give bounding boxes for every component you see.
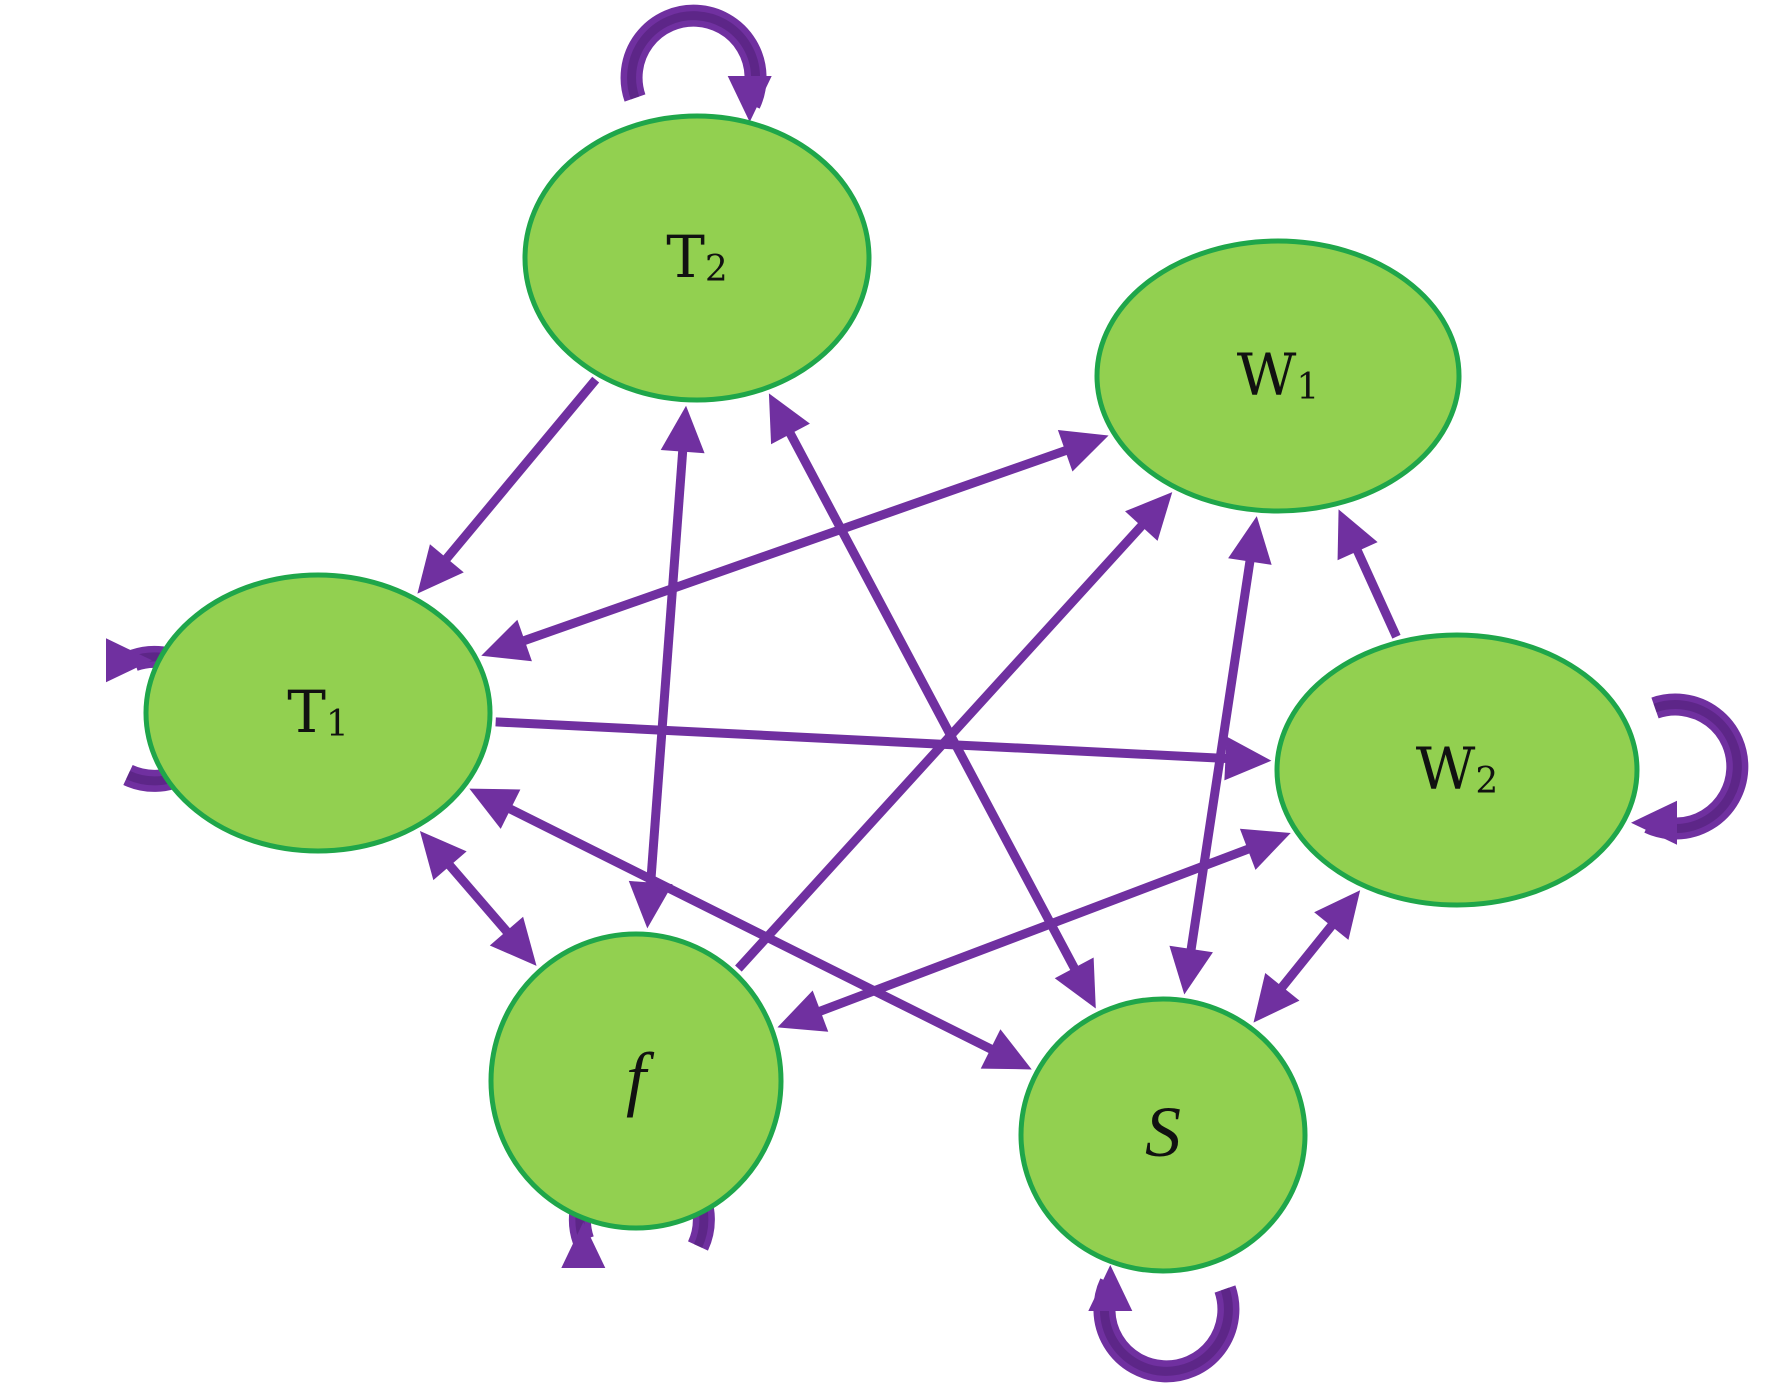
edge-line (495, 717, 1232, 764)
node-T1: T1 (143, 572, 493, 854)
node-f: f (488, 931, 784, 1231)
arrowhead-icon (1228, 516, 1272, 565)
loop-arrowhead-icon (1631, 800, 1677, 845)
loop-shade (1099, 1281, 1233, 1376)
node-label-subscript: 1 (1296, 367, 1319, 408)
arrowhead-icon (481, 619, 532, 662)
edge-line (1275, 918, 1339, 995)
edge-line (503, 802, 998, 1056)
arrowhead-icon (419, 830, 467, 881)
arrowhead-icon (1169, 945, 1213, 995)
self-loop-S (1088, 1265, 1240, 1383)
arrowhead-icon (660, 405, 705, 454)
node-ellipse (488, 931, 784, 1231)
loop-arrowhead-icon (1088, 1265, 1133, 1311)
edge-line (442, 858, 514, 939)
arrowhead-icon (489, 916, 537, 966)
node-W1: W1 (1094, 238, 1462, 514)
edge-line (1351, 543, 1401, 639)
loop-arrowhead-icon (106, 638, 152, 683)
edge-T1-f (419, 830, 537, 966)
node-T2: T2 (522, 113, 872, 403)
arrowhead-icon (768, 393, 810, 445)
node-ellipse (1274, 632, 1640, 908)
edge-line (1185, 554, 1256, 956)
edge-f-W1 (735, 492, 1173, 972)
node-label-subscript: 1 (326, 704, 349, 745)
arrowhead-icon (777, 990, 829, 1032)
node-ellipse (522, 113, 872, 403)
node-label-subscript: 2 (705, 249, 728, 290)
node-label: W1 (1237, 341, 1320, 409)
edge-T2-T1 (417, 376, 600, 594)
loop-shade (1647, 700, 1742, 834)
edge-T1-W1 (481, 429, 1109, 662)
node-label: T2 (666, 223, 728, 291)
edge-line (813, 842, 1255, 1018)
node-S: S (1018, 996, 1308, 1274)
loop-arrowhead-icon (561, 1222, 606, 1268)
arrowhead-icon (1239, 828, 1291, 870)
loop-arrowhead-icon (727, 76, 772, 122)
arrowhead-icon (417, 544, 464, 594)
arrowhead-icon (1224, 736, 1272, 781)
edge-T1-S (469, 788, 1032, 1070)
self-loop-W2 (1631, 693, 1749, 845)
node-label: W2 (1416, 735, 1499, 803)
node-label: T1 (287, 678, 349, 746)
edge-T2-S (768, 393, 1096, 1009)
edge-line (735, 518, 1149, 972)
edge-line (645, 445, 688, 889)
arrowhead-icon (1314, 890, 1361, 940)
arrowhead-icon (1253, 973, 1300, 1023)
edge-line (783, 426, 1081, 976)
node-label-subscript: 2 (1475, 761, 1498, 802)
node-W2: W2 (1274, 632, 1640, 908)
arrowhead-icon (1337, 509, 1378, 561)
node-label-base: S (1145, 1092, 1181, 1172)
node-label-base: T (666, 223, 705, 291)
edge-W2-f (777, 828, 1291, 1032)
node-ellipse (143, 572, 493, 854)
edge-W2-W1 (1337, 509, 1401, 639)
edge-line (439, 376, 600, 566)
arrowhead-icon (628, 880, 673, 929)
node-label-base: W (1416, 735, 1476, 803)
loop-shade (627, 11, 761, 106)
edge-W2-S (1253, 890, 1361, 1023)
self-loop-T2 (620, 4, 772, 122)
arrowhead-icon (1054, 957, 1096, 1009)
node-ellipse (1094, 238, 1462, 514)
arrowhead-icon (1125, 492, 1173, 541)
edges-layer (417, 376, 1401, 1070)
edge-W1-S (1169, 516, 1272, 995)
node-label-base: T (287, 678, 326, 746)
node-ellipse (1018, 996, 1308, 1274)
arrowhead-icon (980, 1029, 1032, 1070)
edge-T2-f (628, 405, 705, 929)
arrowhead-icon (469, 788, 521, 829)
edge-T1-W2 (495, 717, 1272, 781)
arrowhead-icon (1057, 429, 1109, 472)
edge-line (517, 444, 1073, 647)
node-label-base: W (1237, 341, 1297, 409)
node-label: S (1145, 1092, 1181, 1172)
